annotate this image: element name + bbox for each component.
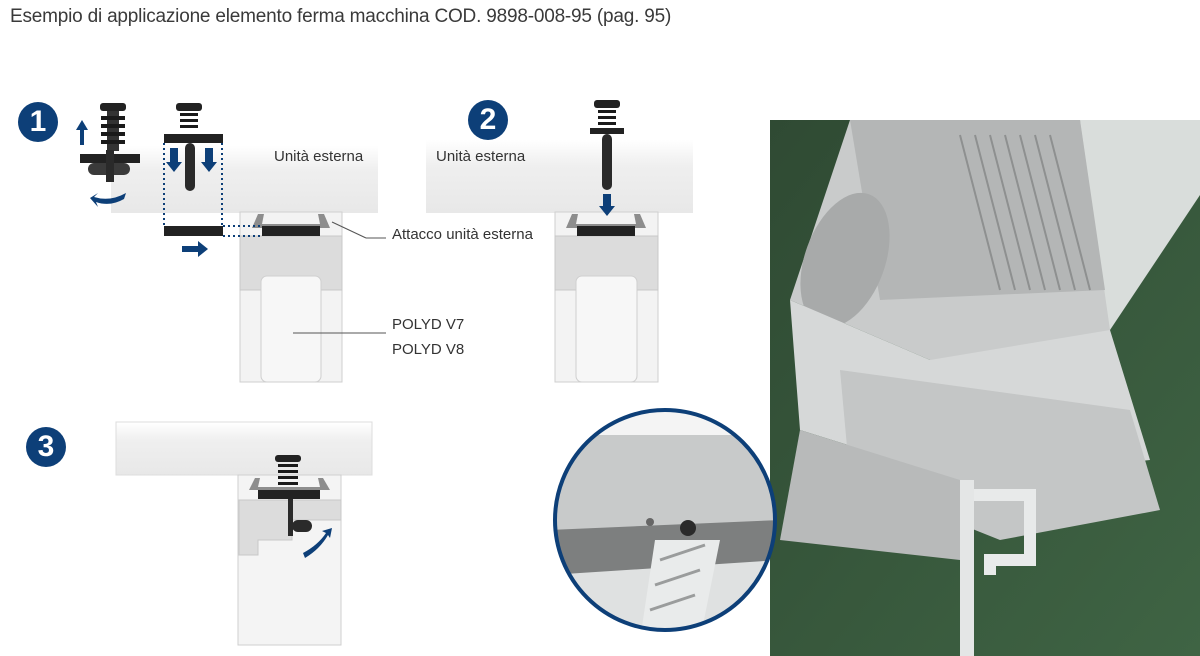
arrow-right-icon: [182, 241, 208, 257]
product-label-v7: POLYD V7: [392, 316, 465, 333]
polyd-support: [239, 211, 343, 383]
rotate-arrow-icon: [303, 528, 332, 558]
step-3-badge: 3: [26, 427, 66, 467]
unit-label-step2: Unità esterna: [436, 148, 526, 165]
detail-inset: [553, 408, 777, 632]
arrow-up-icon: [76, 120, 88, 145]
arrow-down-icon: [599, 194, 615, 216]
installation-photo: [770, 120, 1200, 656]
unit-label-step1: Unità esterna: [274, 148, 364, 165]
clip-part-inserted: [163, 103, 262, 237]
arrow-down-icon: [166, 148, 217, 172]
step2-diagram: [426, 100, 693, 383]
outdoor-unit-bar: [111, 146, 378, 213]
clip-part: [590, 100, 624, 190]
attachment-callout: Attacco unità esterna: [392, 226, 533, 243]
page-title: Esempio di applicazione elemento ferma m…: [10, 6, 672, 27]
outdoor-unit-bar: [426, 140, 693, 213]
product-label-v8: POLYD V8: [392, 341, 465, 358]
step-1-badge: 1: [18, 102, 58, 142]
outdoor-unit-bar: [115, 421, 373, 476]
step3-diagram: [115, 421, 373, 646]
step-2-badge: 2: [468, 100, 508, 140]
step1-diagram: [76, 103, 386, 383]
rotate-arrow-icon: [90, 193, 126, 207]
clip-part-removed: [80, 103, 140, 182]
